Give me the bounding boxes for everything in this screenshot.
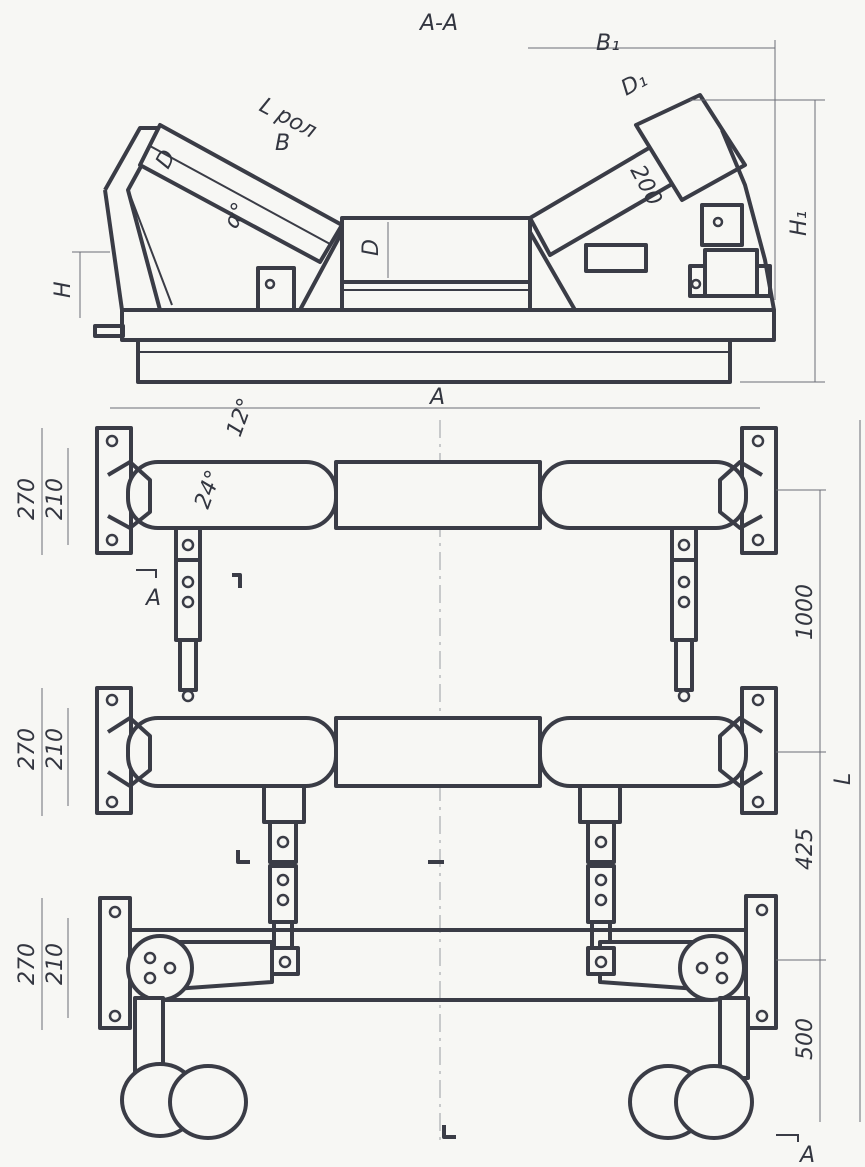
dim-210-1: 210 (43, 478, 68, 520)
dim-425: 425 (793, 828, 818, 870)
idler-set-1 (95, 426, 778, 562)
section-title: A-A (418, 11, 458, 36)
dim-270-3: 270 (15, 943, 40, 985)
dim-270-2: 270 (15, 728, 40, 770)
right-link (584, 243, 648, 273)
label-d1: D₁ (617, 67, 651, 101)
links-2-3 (268, 820, 616, 960)
label-b: B (275, 131, 290, 156)
label-h: H (51, 281, 76, 298)
front-view: A-A (51, 11, 825, 410)
links-1-2 (174, 538, 698, 703)
base-beam (120, 308, 776, 342)
label-h1: H₁ (787, 211, 812, 236)
label-b1: B₁ (596, 31, 620, 56)
section-mark-1: A (144, 586, 161, 611)
idler-set-2 (95, 686, 778, 824)
right-support (703, 248, 759, 298)
label-a: A (428, 385, 445, 410)
dim-1000: 1000 (793, 584, 818, 640)
left-roller-bracket (256, 266, 296, 312)
dim-210-2: 210 (43, 728, 68, 770)
dim-270-1: 270 (15, 478, 40, 520)
dim-l: L (831, 773, 856, 785)
base-channel (136, 338, 732, 384)
section-mark-2: A (798, 1143, 815, 1167)
dim-500: 500 (793, 1018, 818, 1060)
right-roller-end (634, 93, 747, 202)
dim-210-3: 210 (43, 943, 68, 985)
return-idler-set (98, 894, 778, 1140)
label-d-center: D (359, 239, 384, 256)
label-angle-12: 12° (222, 395, 259, 440)
plan-view: 12° 24° 270 210 270 210 270 210 1000 425… (15, 395, 861, 1167)
center-roller (340, 216, 532, 284)
left-inclined-roller (138, 123, 344, 264)
base-lug-left (93, 324, 125, 338)
